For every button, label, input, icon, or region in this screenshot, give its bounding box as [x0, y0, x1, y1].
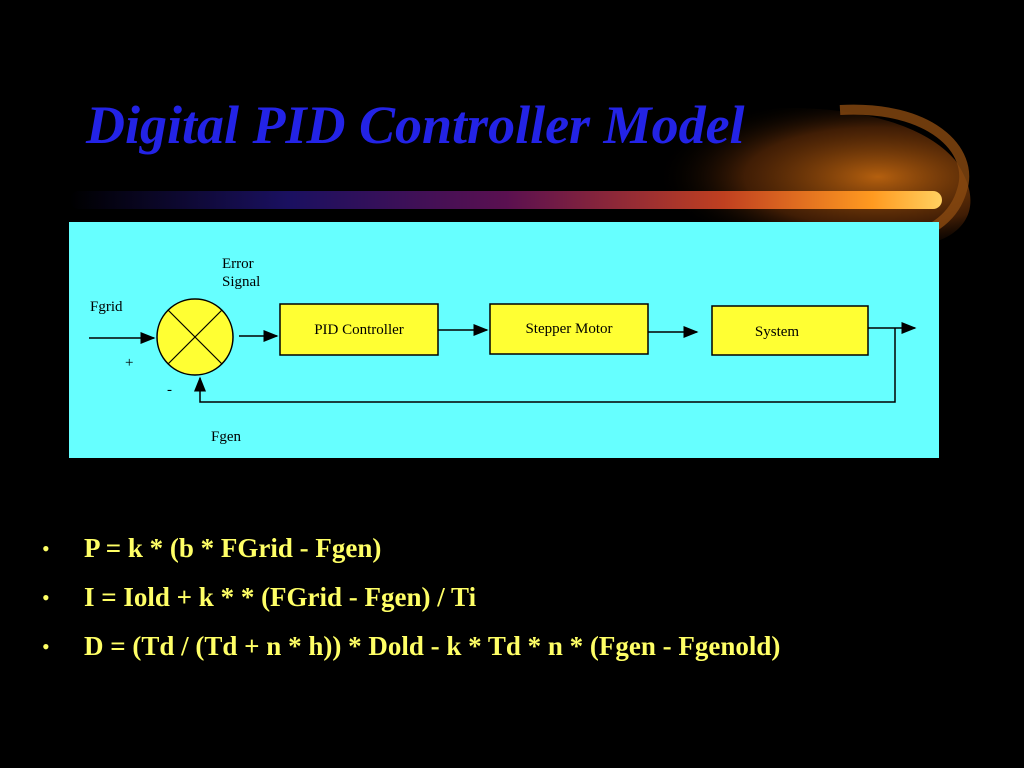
bullet-marker: •: [42, 634, 50, 659]
slide-title: Digital PID Controller Model: [86, 95, 745, 155]
stepper-motor-label: Stepper Motor: [525, 321, 612, 337]
block-diagram: Fgrid + - Error Signal Fgen PID Controll…: [69, 222, 939, 458]
input-label: Fgrid: [90, 299, 123, 315]
swoosh-bar: [70, 191, 942, 209]
pid-controller-block: [279, 303, 439, 356]
plus-sign: +: [125, 355, 133, 371]
feedback-path: [194, 328, 896, 403]
list-item: • P = k * (b * FGrid - Fgen): [42, 530, 1012, 567]
proportional-equation: P = k * (b * FGrid - Fgen): [84, 533, 382, 563]
list-item: • D = (Td / (Td + n * h)) * Dold - k * Td…: [42, 628, 1012, 665]
minus-sign: -: [167, 382, 172, 398]
integral-equation: I = Iold + k * * (FGrid - Fgen) / Ti: [84, 582, 477, 612]
equation-list: • P = k * (b * FGrid - Fgen) • I = Iold + …: [42, 530, 1012, 677]
feedback-label: Fgen: [211, 429, 242, 445]
bullet-marker: •: [42, 536, 50, 561]
stepper-motor-block: [489, 303, 649, 355]
swoosh-arc: [600, 107, 971, 246]
list-item: • I = Iold + k * * (FGrid - Fgen) / Ti: [42, 579, 1012, 616]
derivative-equation: D = (Td / (Td + n * h)) * Dold - k * Td …: [84, 631, 781, 661]
bullet-marker: •: [42, 585, 50, 610]
error-label-line1: Error: [222, 256, 254, 272]
summing-junction: [156, 298, 234, 376]
system-label: System: [755, 324, 800, 340]
system-block: [711, 305, 869, 356]
block-diagram-svg: Fgrid + - Error Signal Fgen PID Controll…: [89, 256, 917, 445]
pid-controller-label: PID Controller: [314, 322, 404, 338]
error-label-line2: Signal: [222, 274, 260, 290]
